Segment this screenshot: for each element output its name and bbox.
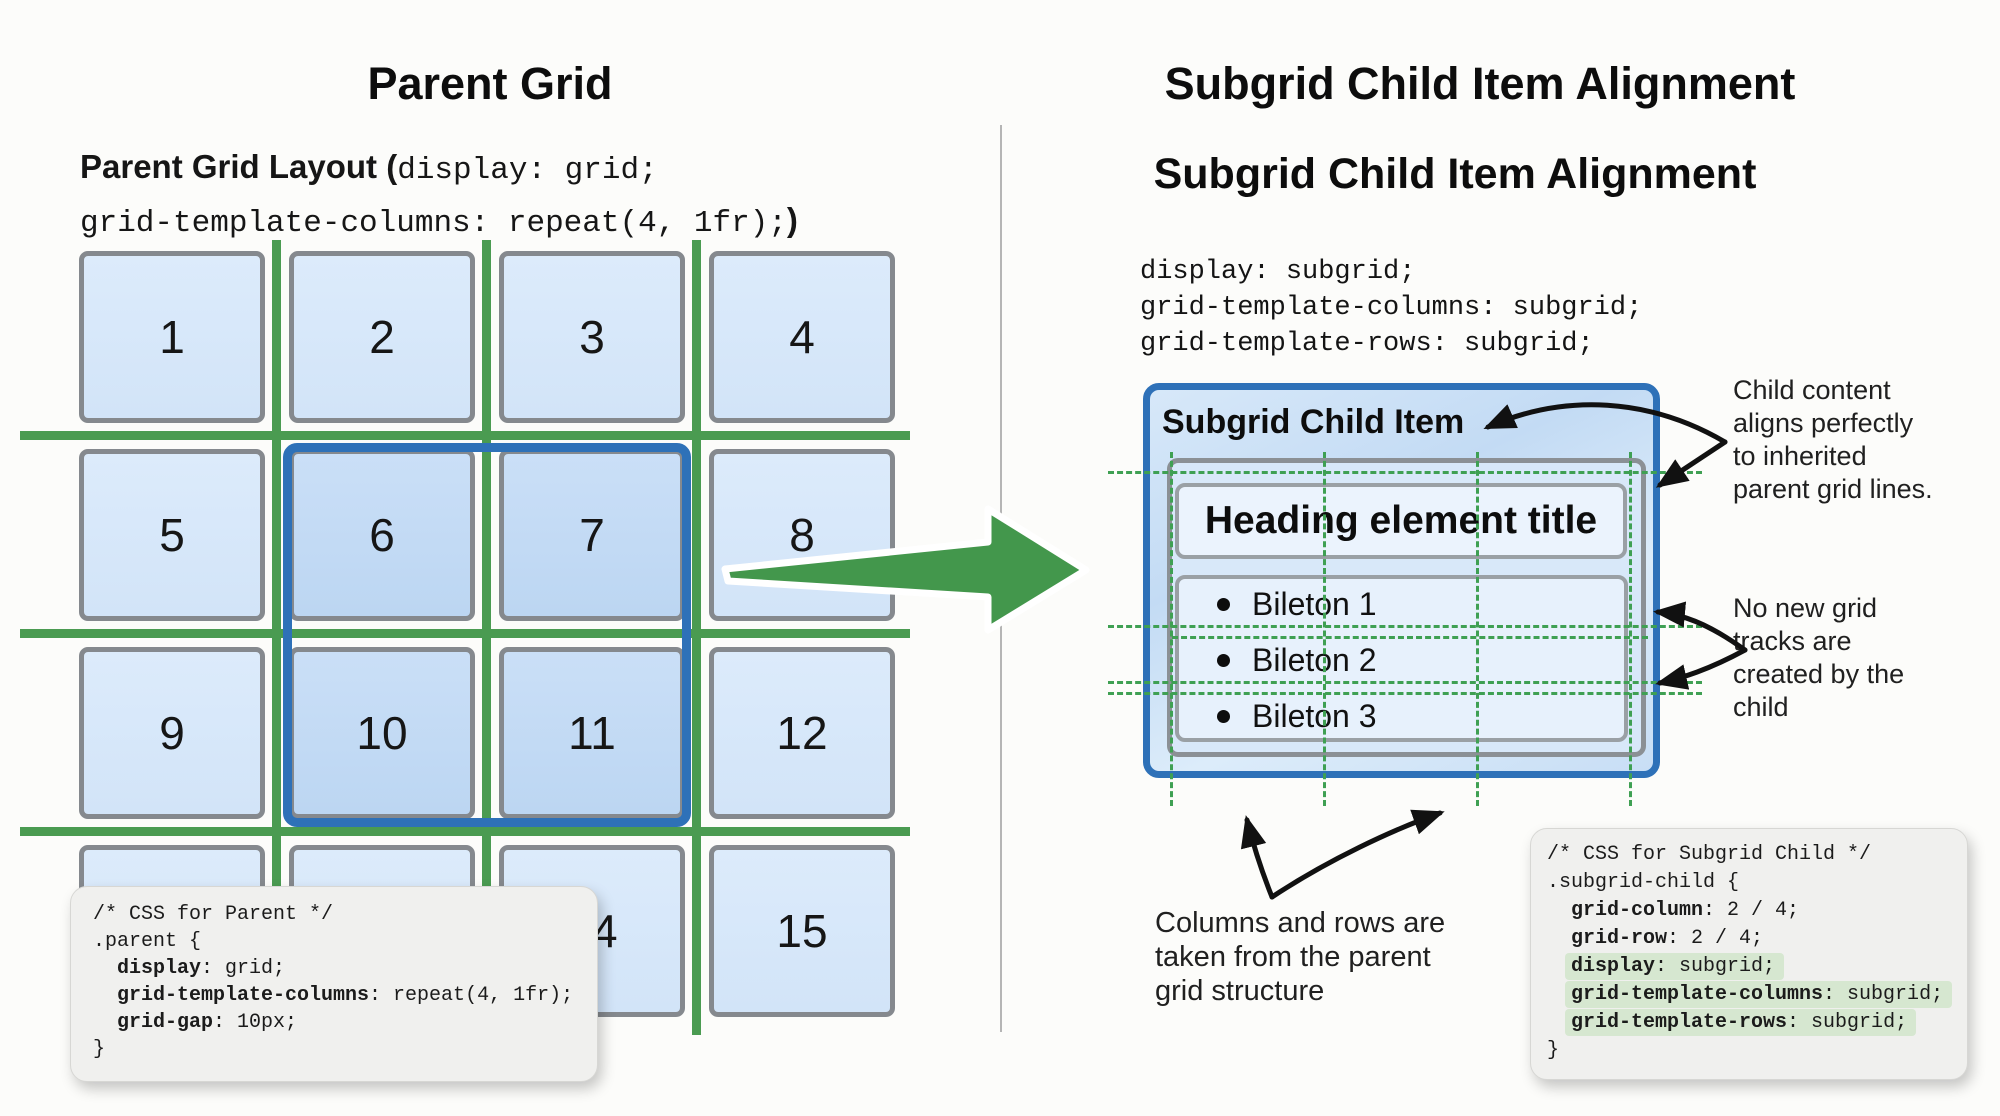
grid-line-horizontal-3 <box>20 827 910 836</box>
code-line: .parent { <box>93 930 202 953</box>
subtitle-bold-open: Parent Grid Layout ( <box>80 148 398 185</box>
arrow-to-box-corner <box>1655 439 1728 488</box>
code-line: grid-column: 2 / 4; <box>1571 899 1800 922</box>
text-line: parent grid lines. <box>1733 474 1933 504</box>
inherited-row-line-3b <box>1108 692 1702 695</box>
grid-cell: 1 <box>79 251 265 423</box>
text-line: grid structure <box>1155 975 1325 1007</box>
text-line: created by the <box>1733 659 1905 689</box>
text-line: to inherited <box>1733 441 1867 471</box>
parent-grid-title: Parent Grid <box>367 58 613 109</box>
subtitle-code-1: display: grid; <box>397 153 658 188</box>
text-line: grid-template-rows: subgrid; <box>1140 329 1594 359</box>
bullet-dot-icon <box>1217 710 1230 723</box>
text-line: No new grid <box>1733 593 1878 623</box>
grid-cell: 2 <box>289 251 475 423</box>
code-line: .subgrid-child { <box>1547 871 1740 894</box>
grid-line-horizontal-1 <box>20 431 910 440</box>
code-line: /* CSS for Subgrid Child */ <box>1547 843 1872 866</box>
text-line: Columns and rows are <box>1155 907 1446 939</box>
code-line: /* CSS for Parent */ <box>93 903 334 926</box>
parent-grid-subtitle: Parent Grid Layout (display: grid; grid-… <box>80 144 980 250</box>
subgrid-child-item-label: Subgrid Child Item <box>1162 403 1465 441</box>
text-line: tracks are <box>1733 626 1852 656</box>
subgrid-css-snippet: display: subgrid; grid-template-columns: … <box>1140 254 1642 362</box>
grid-cell: 12 <box>709 647 895 819</box>
inherited-column-line-3 <box>1476 452 1479 806</box>
grid-cell: 3 <box>499 251 685 423</box>
subtitle-line-1: Parent Grid Layout (display: grid; <box>80 144 980 197</box>
inherited-column-line-4 <box>1629 452 1632 806</box>
heading-element-box: Heading element title <box>1175 483 1627 559</box>
code-line: } <box>1547 1039 1560 1062</box>
code-line: grid-template-columns: subgrid; <box>1547 981 1959 1009</box>
grid-cell: 5 <box>79 449 265 621</box>
parent-css-code-box: /* CSS for Parent */ .parent { display: gr… <box>70 886 598 1082</box>
arrow-columns-left <box>1240 815 1275 900</box>
bullet-list-box: Bileton 1 Bileton 2 Bileton 3 <box>1175 575 1628 742</box>
parent-grid-cells: 1234567891011121415 <box>79 251 895 1017</box>
subgrid-alignment-subtitle: Subgrid Child Item Alignment <box>1153 150 1757 198</box>
bullet-label: Bileton 1 <box>1252 586 1377 622</box>
arrow-columns-right <box>1269 809 1445 900</box>
bullet-label: Bileton 2 <box>1252 642 1377 678</box>
text-line: aligns perfectly <box>1733 408 1914 438</box>
code-line: display: grid; <box>117 957 286 980</box>
text-line: Child content <box>1733 375 1891 405</box>
child-code-lines: /* CSS for Subgrid Child */ .subgrid-chil… <box>1547 841 1959 1065</box>
code-line: grid-row: 2 / 4; <box>1571 927 1764 950</box>
subtitle-code-2: grid-template-columns: repeat(4, 1fr); <box>80 206 787 241</box>
grid-cell: 11 <box>499 647 685 819</box>
inherited-column-line-2 <box>1323 452 1326 806</box>
bullet-item: Bileton 1 <box>1217 586 1604 623</box>
subtitle-bold-close: ) <box>786 201 798 238</box>
grid-cell: 7 <box>499 449 685 621</box>
subgrid-area-highlight-outline <box>283 443 691 827</box>
grid-cell: 10 <box>289 647 475 819</box>
bullet-dot-icon <box>1217 654 1230 667</box>
grid-line-horizontal-2 <box>20 629 910 638</box>
code-line: grid-template-rows: subgrid; <box>1547 1009 1959 1037</box>
inherited-row-line-1 <box>1108 471 1702 474</box>
text-line: taken from the parent <box>1155 941 1431 973</box>
text-line: child <box>1733 692 1789 722</box>
code-line: grid-gap: 10px; <box>117 1011 298 1034</box>
bullet-item: Bileton 3 <box>1217 698 1604 735</box>
bullet-label: Bileton 3 <box>1252 698 1377 734</box>
inherited-row-line-2b <box>1172 636 1648 639</box>
code-line: } <box>93 1038 106 1061</box>
inherited-row-line-3a <box>1108 681 1702 684</box>
grid-cell: 15 <box>709 845 895 1017</box>
text-line: grid-template-columns: subgrid; <box>1140 293 1643 323</box>
parent-code-lines: /* CSS for Parent */ .parent { display: gr… <box>93 901 587 1063</box>
bullet-item: Bileton 2 <box>1217 642 1604 679</box>
grid-cell: 9 <box>79 647 265 819</box>
subgrid-child-css-code-box: /* CSS for Subgrid Child */ .subgrid-chil… <box>1530 828 1968 1080</box>
grid-cell: 8 <box>709 449 895 621</box>
grid-cell: 4 <box>709 251 895 423</box>
inherited-column-line-1 <box>1170 452 1173 806</box>
inherited-row-line-2a <box>1108 625 1702 628</box>
text-line: display: subgrid; <box>1140 257 1416 287</box>
bullet-dot-icon <box>1217 598 1230 611</box>
section-divider-line <box>1000 125 1002 1032</box>
code-line: grid-template-columns: repeat(4, 1fr); <box>117 984 574 1007</box>
code-line: display: subgrid; <box>1547 953 1959 981</box>
subtitle-line-2: grid-template-columns: repeat(4, 1fr);) <box>80 197 980 250</box>
subgrid-alignment-title: Subgrid Child Item Alignment <box>1164 58 1796 109</box>
arrow-no-track-upper <box>1653 601 1748 653</box>
